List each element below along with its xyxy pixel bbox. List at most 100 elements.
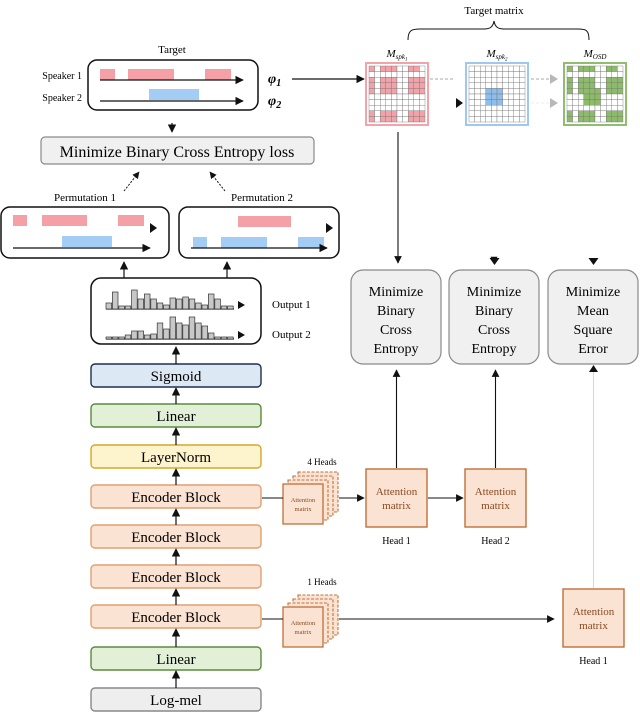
phi-2-label: φ2 [268, 94, 281, 111]
matrix-cell [413, 88, 420, 95]
matrix-cell [385, 93, 392, 100]
matrix-cell [391, 104, 398, 111]
matrix-cell [611, 110, 618, 117]
matrix-cell [496, 65, 503, 72]
matrix-cell [519, 76, 526, 83]
matrix-cell [413, 99, 420, 106]
matrix-cell [402, 76, 409, 83]
matrix-cell [491, 104, 498, 111]
matrix-cell [496, 93, 503, 100]
activity-bar [201, 325, 208, 340]
matrix-cell [502, 71, 509, 78]
matrix-cell [474, 82, 481, 89]
matrix-cell [600, 82, 607, 89]
matrix-cell [391, 65, 398, 72]
activity-bar [144, 293, 151, 310]
matrix-cell [611, 88, 618, 95]
matrix-cell [508, 76, 515, 83]
matrix-cell [589, 104, 596, 111]
matrix-cell [496, 99, 503, 106]
matrix-cell [374, 76, 381, 83]
activity-bar [195, 302, 202, 310]
matrix-cell [396, 71, 403, 78]
layer-linear: Linear [90, 646, 262, 671]
matrix-cell [385, 99, 392, 106]
activity-bar [214, 336, 221, 340]
matrix-cell [508, 116, 515, 123]
segment [128, 69, 174, 80]
matrix-cell [419, 104, 426, 111]
segment [62, 236, 112, 247]
target-speaker1-segments [100, 69, 231, 80]
matrix-cell [583, 76, 590, 83]
matrix-cell [380, 76, 387, 83]
permutation-2-panel [178, 206, 340, 259]
target-matrix-title: Target matrix [464, 5, 524, 17]
matrix-cell [468, 82, 475, 89]
matrix-cell [468, 99, 475, 106]
matrix-cell [508, 82, 515, 89]
matrix-cell [391, 88, 398, 95]
matrix-cell [617, 99, 624, 106]
matrix-cell [594, 71, 601, 78]
layer-encoder: Encoder Block [90, 564, 262, 589]
matrix-cell [496, 104, 503, 111]
matrix-cell [508, 88, 515, 95]
matrix-cell [508, 65, 515, 72]
matrix-cell [402, 99, 409, 106]
matrix-cell [480, 116, 487, 123]
perm1-to-loss-arrow [123, 171, 140, 192]
matrix-cell [513, 88, 520, 95]
matrix-cell [408, 88, 415, 95]
matrix-cell [391, 110, 398, 117]
matrix-cell [402, 71, 409, 78]
matrix-cell [519, 93, 526, 100]
matrix-cell [496, 82, 503, 89]
matrix-cell [589, 99, 596, 106]
matrix-cell [408, 65, 415, 72]
matrix-cell [491, 99, 498, 106]
activity-bar [208, 332, 215, 340]
matrix-cell [572, 88, 579, 95]
layer-label: Linear [156, 652, 195, 668]
phi-1-label: φ1 [268, 72, 281, 89]
matrix-cell [374, 65, 381, 72]
matrix-cell [600, 76, 607, 83]
matrix-cell [589, 76, 596, 83]
matrix-cell [385, 65, 392, 72]
matrix-cell [413, 104, 420, 111]
matrix-cell [589, 116, 596, 123]
matrix-cell [396, 65, 403, 72]
loss-box-line: Entropy [471, 342, 516, 357]
segment [100, 69, 115, 80]
matrix-cell [578, 65, 585, 72]
matrix-m-spk1: Mspk1 [365, 48, 429, 126]
layer-label: LayerNorm [141, 450, 211, 466]
segment [13, 215, 27, 226]
speaker-1-label: Speaker 1 [42, 71, 82, 82]
matrix-cell [408, 99, 415, 106]
matrix-cell [583, 99, 590, 106]
matrix-cell [594, 104, 601, 111]
matrix-cell [502, 76, 509, 83]
matrix-cell [594, 110, 601, 117]
time-axis-arrowhead [150, 223, 157, 233]
matrix-cell [589, 110, 596, 117]
matrix-cell [468, 110, 475, 117]
matrix-cell [606, 65, 613, 72]
permutation-1-label: Permutation 1 [54, 192, 116, 204]
matrix-cell [600, 116, 607, 123]
matrix-cell [594, 82, 601, 89]
target-matrix-brace [407, 20, 590, 41]
target-panel [87, 59, 259, 111]
matrix-cell [368, 104, 375, 111]
matrix-cell [566, 116, 573, 123]
attention-matrix-label: Attention [573, 606, 615, 618]
gray-arrowhead [550, 74, 558, 84]
matrix-cell [485, 104, 492, 111]
activity-bar [124, 334, 132, 340]
matrix-cell [600, 99, 607, 106]
permutation-1-panel [0, 206, 170, 259]
